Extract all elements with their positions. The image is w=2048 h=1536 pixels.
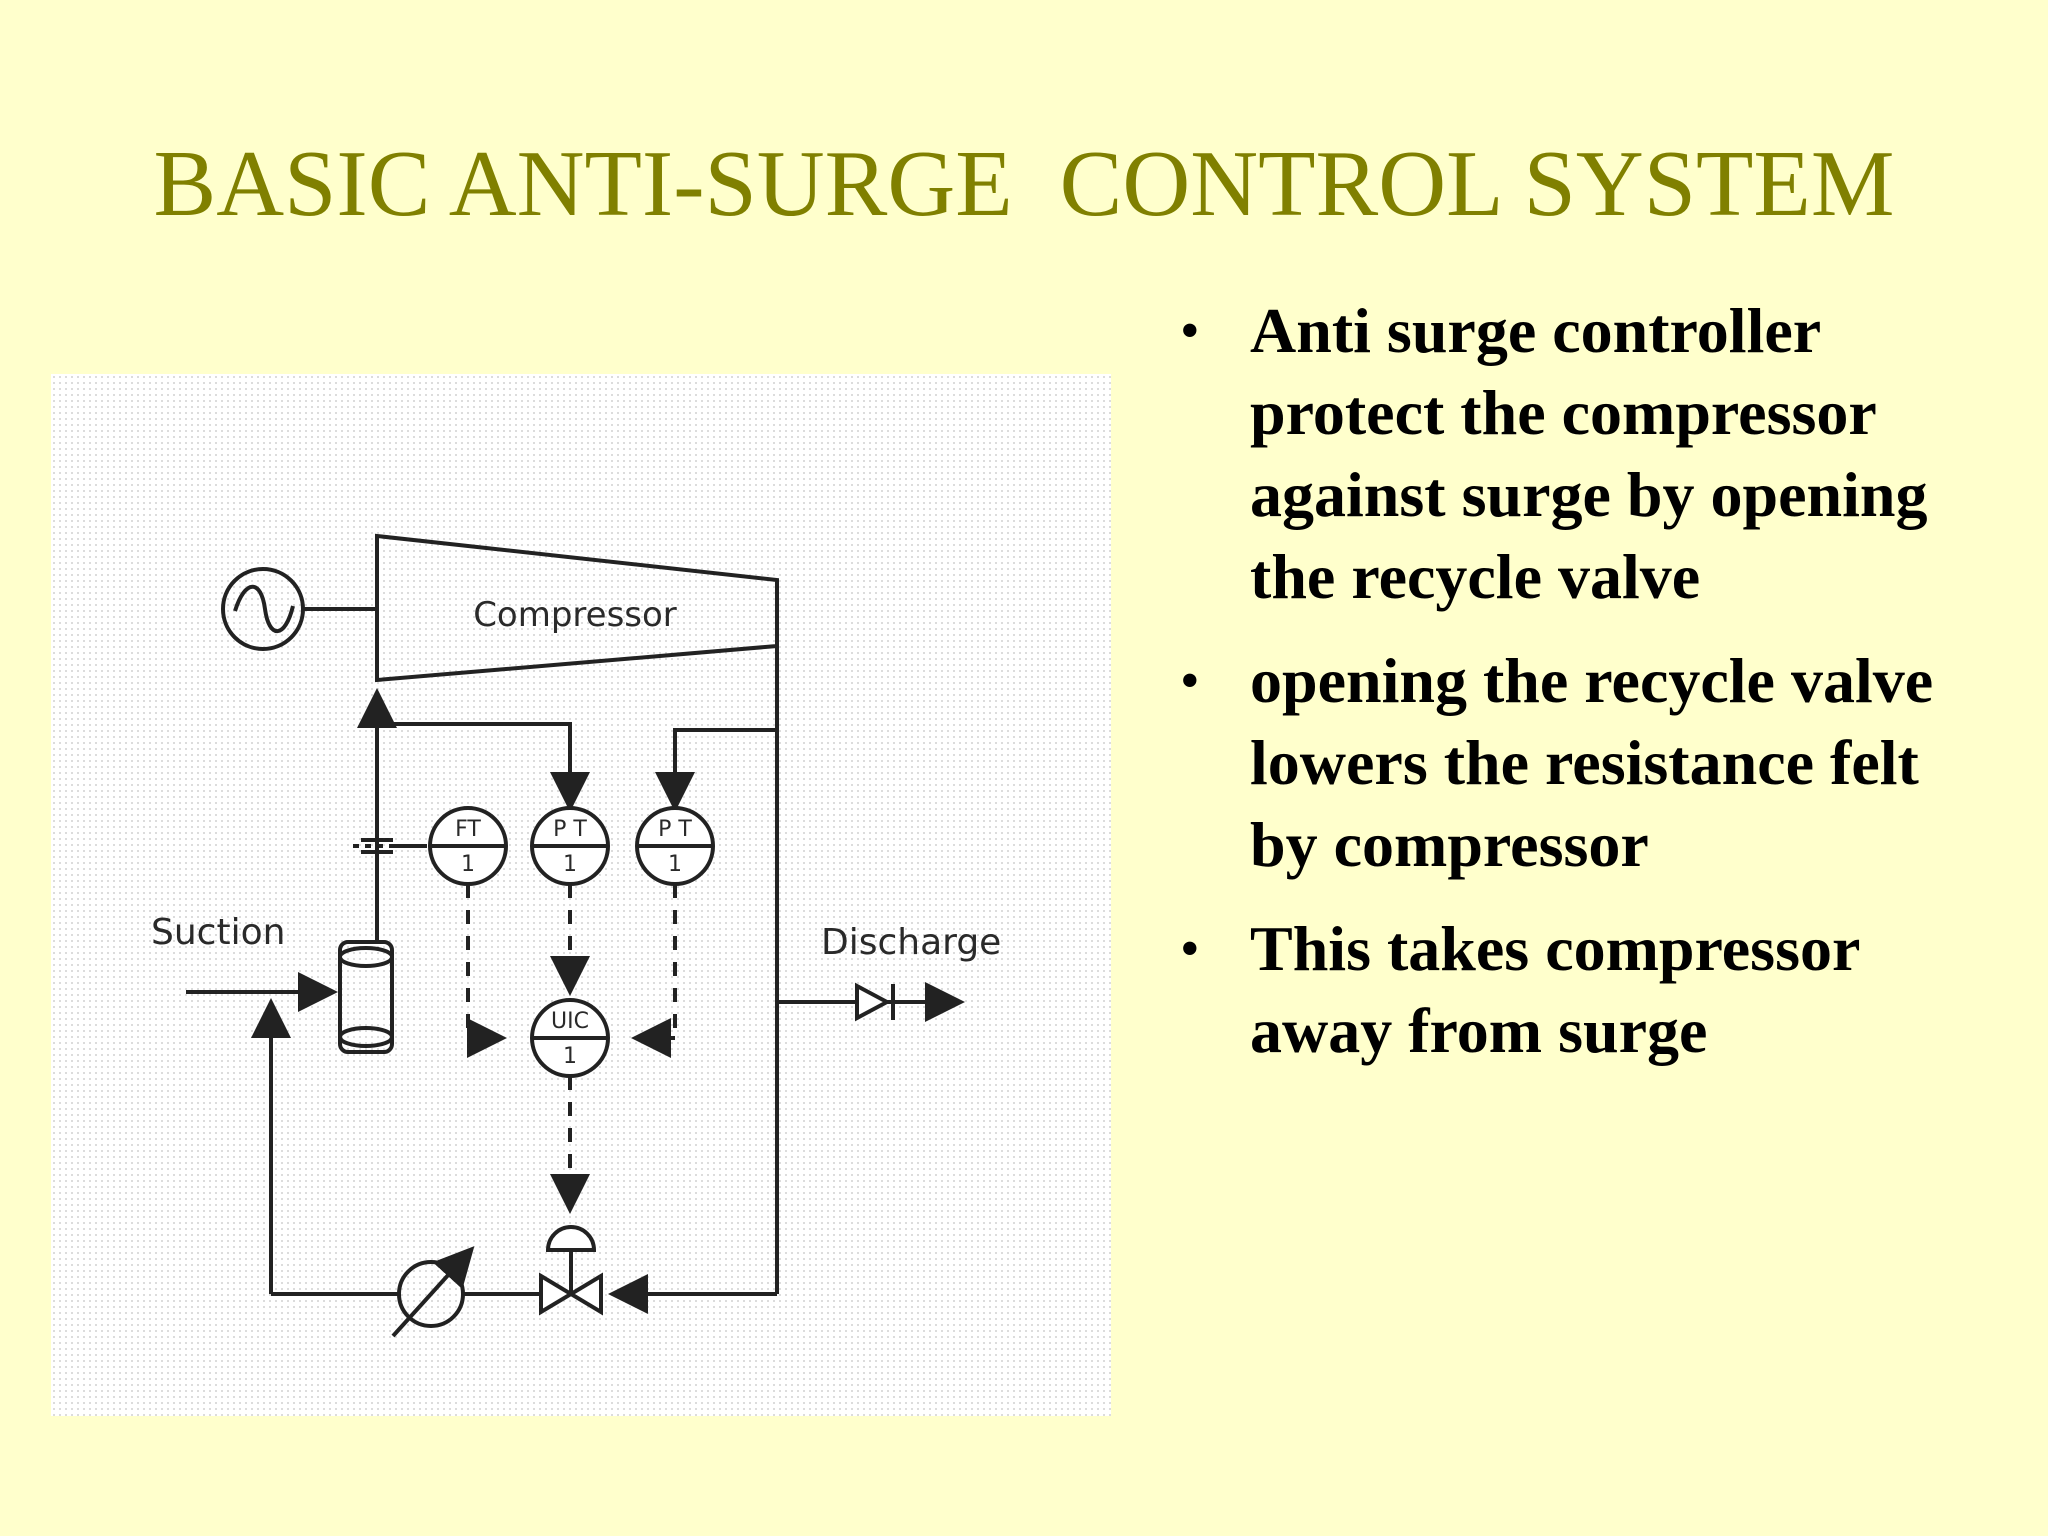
bullet-item: • This takes compressor away from surge (1180, 908, 2000, 1072)
uic-tag: UIC (551, 1009, 589, 1034)
discharge-label: Discharge (821, 922, 1001, 963)
bullet-item: • opening the recycle valve lowers the r… (1180, 640, 2000, 886)
suction-label: Suction (151, 912, 285, 953)
compressor-label: Compressor (473, 595, 677, 635)
pt-suction-number: 1 (563, 852, 577, 877)
instrument-pt-discharge-bubble (635, 806, 715, 886)
motor-icon (221, 567, 305, 651)
bullet-marker: • (1180, 918, 1200, 980)
ft-tag: FT (455, 817, 481, 842)
instrument-pt-suction-bubble (530, 806, 610, 886)
pt-discharge-tag: P T (658, 817, 692, 842)
pt-suction-tag: P T (553, 817, 587, 842)
anti-surge-diagram: Compressor Suction Discharge FT 1 P T 1 … (51, 374, 1111, 1416)
bullet-item: • Anti surge controller protect the comp… (1180, 290, 2000, 618)
discharge-pressure-tap (655, 728, 777, 812)
bullet-marker: • (1180, 650, 1200, 712)
bullet-text: opening the recycle valve lowers the res… (1250, 645, 1934, 880)
flow-orifice-icon (353, 838, 407, 854)
suction-drum-icon (338, 940, 394, 1054)
pt-discharge-number: 1 (668, 852, 682, 877)
recycle-valve-icon (539, 1225, 603, 1316)
check-valve-icon (855, 982, 895, 1022)
slide-title: BASIC ANTI-SURGE CONTROL SYSTEM (153, 132, 1895, 236)
bullet-marker: • (1180, 300, 1200, 362)
signal-lines (466, 884, 677, 1214)
bullet-list: • Anti surge controller protect the comp… (1180, 290, 2000, 1094)
ft-number: 1 (461, 852, 475, 877)
uic-number: 1 (563, 1044, 577, 1069)
bullet-text: This takes compressor away from surge (1250, 913, 1860, 1066)
cooler-icon (391, 1246, 475, 1338)
suction-pressure-tap (377, 722, 590, 812)
bullet-text: Anti surge controller protect the compre… (1250, 295, 1928, 612)
instrument-uic-bubble (530, 998, 610, 1078)
instrument-ft-bubble (428, 806, 508, 886)
